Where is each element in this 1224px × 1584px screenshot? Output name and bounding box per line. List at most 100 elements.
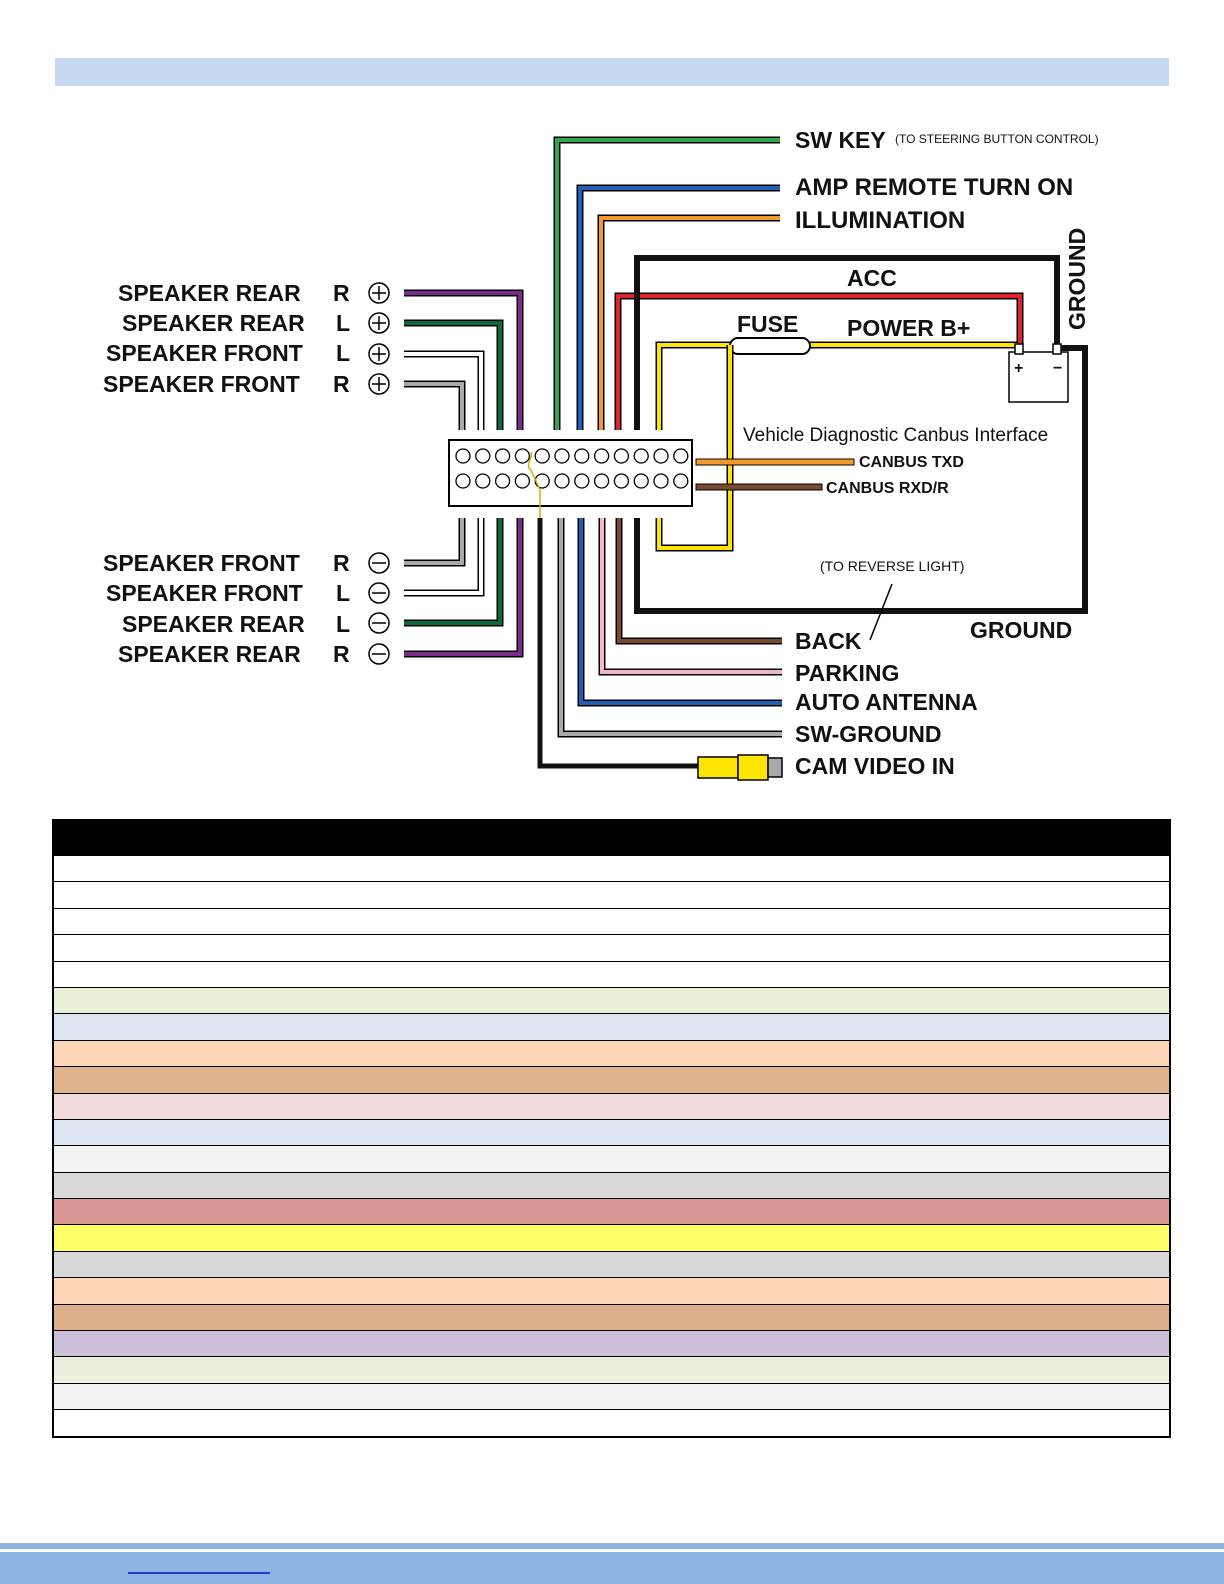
speaker-positive-wires	[404, 289, 524, 430]
label-canbus-txd: CANBUS TXD	[859, 454, 964, 471]
table-row	[54, 986, 1169, 1014]
connector-pin	[455, 473, 471, 489]
label-speaker-front-l-pos: SPEAKER FRONT	[106, 340, 303, 366]
side-r: R	[333, 641, 350, 667]
connector-pin	[514, 473, 531, 489]
table-row	[54, 1198, 1169, 1225]
plus-circle-icon	[368, 282, 390, 304]
label-speaker-rear-r-neg: SPEAKER REAR	[118, 641, 301, 667]
polarity-symbols	[368, 282, 390, 665]
connector-pin	[613, 473, 630, 489]
label-speaker-rear-l-pos: SPEAKER REAR	[122, 310, 305, 336]
connector-pin	[574, 448, 590, 464]
connector-pin	[653, 448, 669, 464]
plus-circle-icon	[368, 373, 390, 395]
canbus-wires	[695, 458, 855, 491]
table-row	[54, 1118, 1169, 1146]
label-speaker-rear-l-neg: SPEAKER REAR	[122, 611, 305, 637]
connector-pin	[673, 448, 689, 464]
connector-pin	[613, 448, 630, 464]
connector-pin	[534, 473, 550, 489]
table-row	[54, 1145, 1169, 1172]
connector-pin	[633, 448, 649, 464]
label-ground: GROUND	[970, 617, 1072, 643]
table-row	[54, 960, 1169, 987]
connector-pin	[554, 473, 570, 489]
table-row	[54, 1013, 1169, 1040]
label-speaker-front-l-neg: SPEAKER FRONT	[106, 580, 303, 606]
rca-connector-icon	[697, 754, 783, 781]
harness-connector	[448, 439, 693, 518]
wiring-diagram: SPEAKER REAR SPEAKER REAR SPEAKER FRONT …	[103, 127, 1099, 781]
side-r: R	[333, 280, 350, 306]
side-l: L	[336, 580, 350, 606]
minus-circle-icon	[368, 612, 390, 634]
minus-circle-icon	[368, 582, 390, 604]
label-sw-ground: SW-GROUND	[795, 721, 941, 747]
connector-pin	[633, 473, 649, 489]
table-row	[54, 1409, 1169, 1436]
minus-circle-icon	[368, 552, 390, 574]
table-row	[54, 1356, 1169, 1383]
table-header	[54, 821, 1169, 855]
label-back: BACK	[795, 628, 862, 654]
minus-circle-icon	[368, 643, 390, 665]
side-r: R	[333, 550, 350, 576]
footer-link[interactable]	[128, 1572, 270, 1574]
speaker-negative-wires	[404, 518, 524, 658]
label-illumination: ILLUMINATION	[795, 207, 965, 234]
battery-icon	[1008, 351, 1069, 403]
connector-pin	[593, 448, 610, 464]
side-l: L	[336, 310, 350, 336]
connector-pin	[554, 448, 570, 464]
side-l: L	[336, 340, 350, 366]
plus-circle-icon	[368, 343, 390, 365]
table-row	[54, 1277, 1169, 1304]
label-speaker-front-r-neg: SPEAKER FRONT	[103, 550, 300, 576]
connector-pin	[494, 473, 511, 489]
table-row	[54, 881, 1169, 908]
label-parking: PARKING	[795, 660, 899, 686]
left-bottom-labels: SPEAKER FRONT SPEAKER FRONT SPEAKER REAR…	[103, 550, 350, 667]
connector-pin	[494, 448, 511, 464]
fuse-icon	[729, 337, 811, 355]
table-row	[54, 934, 1169, 961]
label-auto-antenna: AUTO ANTENNA	[795, 689, 978, 715]
bottom-wires	[537, 518, 782, 769]
label-reverse-note: (TO REVERSE LIGHT)	[820, 558, 964, 574]
top-right-labels: SW KEY (TO STEERING BUTTON CONTROL) AMP …	[737, 127, 1099, 377]
table-row	[54, 855, 1169, 882]
connector-pin	[475, 473, 491, 489]
battery-plus: +	[1014, 360, 1023, 377]
header-band	[55, 58, 1169, 86]
label-speaker-rear-r-pos: SPEAKER REAR	[118, 280, 301, 306]
connector-pin	[653, 473, 669, 489]
label-ground-vertical: GROUND	[1064, 228, 1090, 330]
table-row	[54, 1303, 1169, 1331]
table-row	[54, 1224, 1169, 1251]
connector-pin	[593, 473, 610, 489]
bottom-right-labels: (TO REVERSE LIGHT) BACK GROUND PARKING A…	[795, 558, 1072, 779]
table-row	[54, 1171, 1169, 1199]
footer-line	[0, 1543, 1224, 1549]
table-row	[54, 907, 1169, 935]
table-row	[54, 1330, 1169, 1357]
connector-pin	[514, 448, 531, 464]
reverse-pointer	[869, 583, 893, 641]
ground-wire	[634, 345, 1088, 614]
top-wires	[553, 136, 1060, 430]
label-amp-remote: AMP REMOTE TURN ON	[795, 174, 1073, 201]
wire-color-table	[52, 819, 1171, 1438]
plus-circle-icon	[368, 312, 390, 334]
label-speaker-front-r-pos: SPEAKER FRONT	[103, 371, 300, 397]
table-row	[54, 1066, 1169, 1093]
table-row	[54, 1092, 1169, 1119]
connector-pin	[574, 473, 590, 489]
table-body	[54, 855, 1169, 1436]
connector-pin	[534, 448, 550, 464]
connector-pin	[455, 448, 471, 464]
label-cam-video: CAM VIDEO IN	[795, 753, 955, 779]
label-acc: ACC	[847, 265, 897, 291]
table-row	[54, 1250, 1169, 1278]
connector-pin	[475, 448, 491, 464]
